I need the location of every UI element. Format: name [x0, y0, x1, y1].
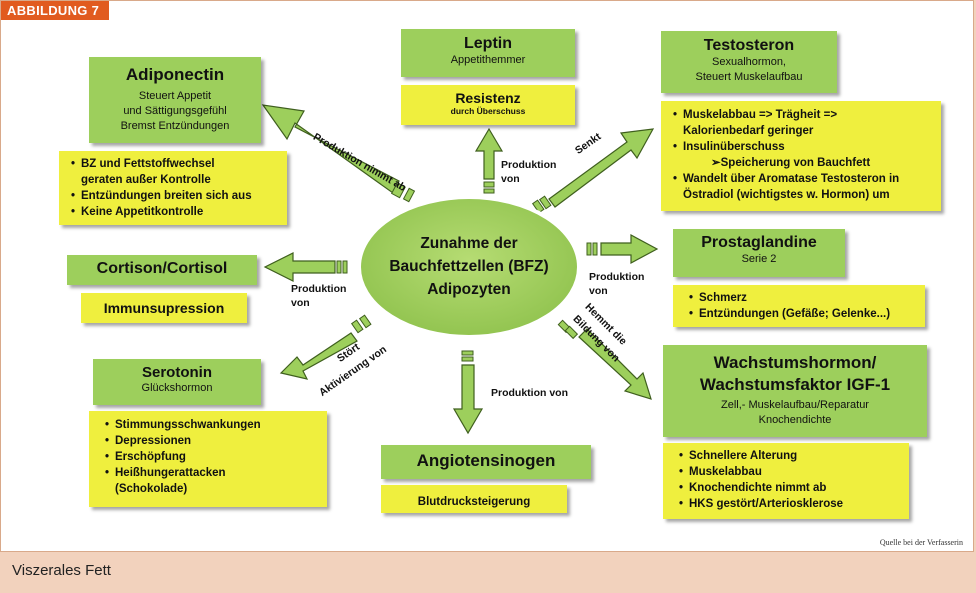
- label-cortisol-1: Produktion: [291, 283, 347, 295]
- serotonin-list: Stimmungsschwankungen Depressionen Ersch…: [103, 417, 323, 497]
- adiponectin-sub-3: Bremst Entzündungen: [120, 120, 230, 132]
- label-prostaglandine-2: von: [589, 285, 608, 297]
- prostaglandine-box: Prostaglandine Serie 2: [673, 229, 845, 277]
- arrow-leptin: [474, 127, 504, 194]
- prostaglandine-title: Prostaglandine: [701, 234, 817, 251]
- list-item: BZ und Fettstoffwechsel: [71, 156, 283, 172]
- testosteron-title: Testosteron: [703, 37, 795, 54]
- list-item: Muskelabbau: [679, 464, 905, 480]
- cortisol-title: Cortison/Cortisol: [96, 260, 228, 277]
- arrow-adiponectin: [261, 104, 416, 203]
- figure-tag: ABBILDUNG 7: [1, 1, 110, 20]
- list-item: HKS gestört/Arteriosklerose: [679, 496, 905, 512]
- list-item: Entzündungen (Gefäße; Gelenke...): [689, 306, 921, 322]
- arrow-testosteron: [531, 128, 655, 214]
- figure-caption: Viszerales Fett: [12, 562, 111, 579]
- arrow-prostaglandine: [586, 233, 659, 265]
- label-leptin-1: Produktion: [501, 159, 557, 171]
- wachstum-title-1: Wachstumshormon/: [713, 353, 877, 372]
- angiotensinogen-box: Angiotensinogen: [381, 445, 591, 479]
- prostaglandine-list-box: Schmerz Entzündungen (Gefäße; Gelenke...…: [673, 285, 925, 327]
- wachstum-title-2: Wachstumsfaktor IGF-1: [699, 375, 891, 394]
- center-line-1: Zunahme der: [420, 235, 518, 252]
- adiponectin-list-box: BZ und Fettstoffwechsel geraten außer Ko…: [59, 151, 287, 225]
- label-leptin-2: von: [501, 173, 520, 185]
- list-item: Schnellere Alterung: [679, 448, 905, 464]
- wachstum-sub-2: Knochendichte: [758, 414, 832, 426]
- testosteron-sub-2: Steuert Muskelaufbau: [695, 71, 803, 83]
- list-item: Schmerz: [689, 290, 921, 306]
- leptin-sub: Appetithemmer: [450, 54, 526, 66]
- label-angiotensinogen: Produktion von: [491, 387, 568, 399]
- angiotensinogen-note-text: Blutdrucksteigerung: [417, 496, 531, 508]
- list-item: geraten außer Kontrolle: [81, 174, 211, 186]
- list-item: Muskelabbau => Trägheit =>: [673, 107, 937, 123]
- arrow-serotonin: [279, 314, 372, 380]
- list-item: ➢Speicherung von Bauchfett: [711, 157, 871, 169]
- cortisol-note: Immunsupression: [81, 293, 247, 323]
- leptin-box: Leptin Appetithemmer: [401, 29, 575, 77]
- wachstum-list-box: Schnellere Alterung Muskelabbau Knochend…: [663, 443, 909, 519]
- arrow-angiotensinogen: [452, 350, 484, 435]
- list-item: Keine Appetitkontrolle: [71, 204, 283, 220]
- source-note: Quelle bei der Verfasserin: [879, 538, 963, 547]
- arrow-cortisol: [263, 252, 348, 282]
- wachstum-box: Wachstumshormon/ Wachstumsfaktor IGF-1 Z…: [663, 345, 927, 437]
- cortisol-box: Cortison/Cortisol: [67, 255, 257, 285]
- label-prostaglandine-1: Produktion: [589, 271, 645, 283]
- center-line-3: Adipozyten: [427, 281, 511, 298]
- cortisol-note-text: Immunsupression: [103, 300, 225, 316]
- list-item: Kalorienbedarf geringer: [683, 125, 814, 137]
- wachstum-sub-1: Zell,- Muskelaufbau/Reparatur: [721, 399, 869, 411]
- adiponectin-title: Adiponectin: [125, 65, 225, 84]
- prostaglandine-list: Schmerz Entzündungen (Gefäße; Gelenke...…: [687, 290, 921, 322]
- testosteron-box: Testosteron Sexualhormon, Steuert Muskel…: [661, 31, 837, 93]
- list-item: (Schokolade): [115, 483, 188, 495]
- adiponectin-sub-1: Steuert Appetit: [138, 90, 212, 102]
- leptin-note-sub: durch Überschuss: [450, 106, 526, 116]
- list-item: Stimmungsschwankungen: [105, 417, 323, 433]
- angiotensinogen-note: Blutdrucksteigerung: [381, 485, 567, 513]
- adiponectin-sub-2: und Sättigungsgefühl: [123, 105, 227, 117]
- testosteron-list-box: Muskelabbau => Trägheit => Kalorienbedar…: [661, 101, 941, 211]
- figure-frame: ABBILDUNG 7 Zunahme der Bauchfettzellen …: [0, 0, 974, 552]
- list-item: Erschöpfung: [105, 449, 323, 465]
- angiotensinogen-title: Angiotensinogen: [416, 451, 556, 470]
- serotonin-title: Serotonin: [142, 364, 212, 381]
- wachstum-list: Schnellere Alterung Muskelabbau Knochend…: [677, 448, 905, 512]
- list-item: Depressionen: [105, 433, 323, 449]
- list-item: Knochendichte nimmt ab: [679, 480, 905, 496]
- leptin-title: Leptin: [464, 35, 512, 52]
- testosteron-list: Muskelabbau => Trägheit => Kalorienbedar…: [671, 107, 937, 203]
- adiponectin-list: BZ und Fettstoffwechsel geraten außer Ko…: [69, 156, 283, 220]
- list-item: Heißhungerattacken: [105, 465, 323, 481]
- label-cortisol-2: von: [291, 297, 310, 309]
- list-item: Wandelt über Aromatase Testosteron in: [673, 171, 937, 187]
- leptin-note: Resistenz durch Überschuss: [401, 85, 575, 125]
- list-item: Insulinüberschuss: [673, 139, 937, 155]
- serotonin-box: Serotonin Glückshormon: [93, 359, 261, 405]
- center-ellipse: [357, 195, 581, 339]
- prostaglandine-sub: Serie 2: [741, 253, 777, 265]
- adiponectin-box: Adiponectin Steuert Appetit und Sättigun…: [89, 57, 261, 143]
- leptin-note-title: Resistenz: [455, 90, 521, 106]
- center-line-2: Bauchfettzellen (BFZ): [389, 258, 549, 275]
- list-item: Östradiol (wichtigstes w. Hormon) um: [683, 189, 890, 201]
- serotonin-list-box: Stimmungsschwankungen Depressionen Ersch…: [89, 411, 327, 507]
- serotonin-sub: Glückshormon: [141, 382, 213, 394]
- center-text: Zunahme der Bauchfettzellen (BFZ) Adipoz…: [369, 232, 569, 301]
- arrow-wachstum: [557, 319, 652, 400]
- testosteron-sub-1: Sexualhormon,: [712, 56, 786, 68]
- list-item: Entzündungen breiten sich aus: [71, 188, 283, 204]
- arrows-layer: [261, 104, 659, 435]
